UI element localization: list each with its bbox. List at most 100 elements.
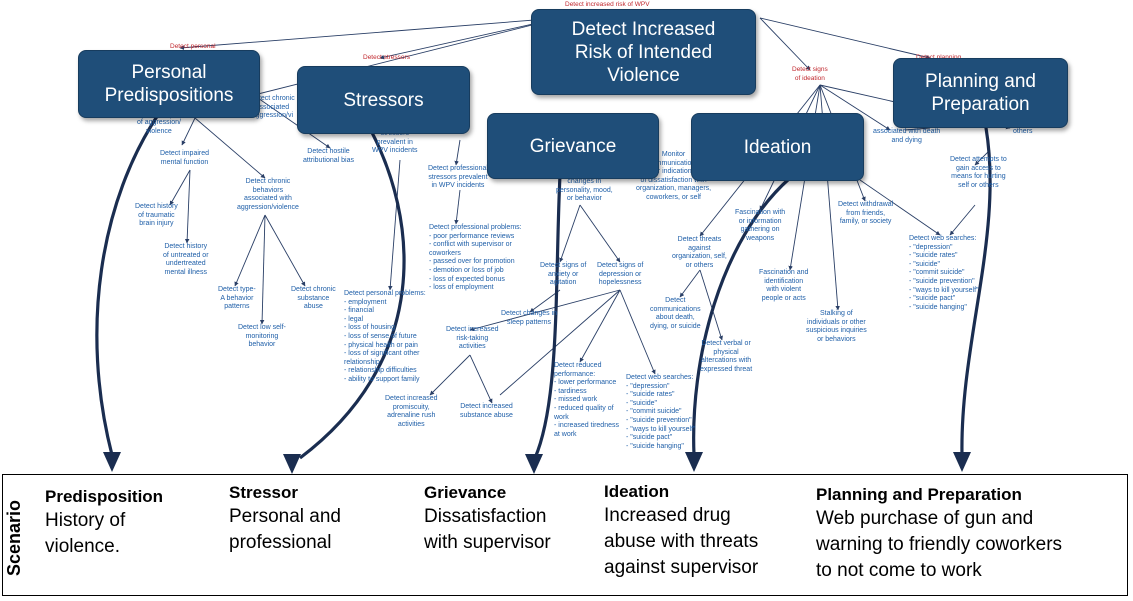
node-anxiety: Detect signs of anxiety or agitation: [540, 262, 587, 287]
connector-line: [559, 204, 581, 263]
connector-line: [579, 204, 621, 263]
scenario-stressor: Stressor Personal and professional: [229, 482, 341, 556]
scenario-title: Stressor: [229, 483, 298, 502]
connector-line: [469, 289, 621, 332]
connector-line: [181, 117, 196, 146]
node-web-searches-grievance: Detect web searches: - "depression" - "s…: [626, 374, 696, 450]
scenario-description: Web purchase of gun and warning to frien…: [816, 508, 1063, 581]
connector-line: [454, 189, 461, 225]
stage-arrow-head: [103, 452, 121, 472]
connector-line: [499, 289, 621, 396]
connector-line: [264, 214, 306, 287]
node-chronic-behaviors: Detect chronic behaviors associated with…: [237, 178, 299, 211]
red-label-detect-personal: Detect personal: [170, 43, 216, 50]
scenario-predisposition: Predisposition History of violence.: [45, 486, 163, 560]
node-mental-illness: Detect history of untreated or undertrea…: [163, 243, 209, 276]
node-impaired-mental: Detect impaired mental function: [160, 150, 210, 166]
node-depression-signs: Detect signs of depression or hopelessne…: [597, 262, 644, 287]
connector-line: [254, 95, 331, 149]
node-reduced-performance: Detect reduced performance: - lower perf…: [554, 362, 619, 438]
connector-line: [429, 354, 471, 396]
node-professional-problems: Detect professional problems: - poor per…: [429, 224, 522, 292]
node-violent-people: Fascination and identification with viol…: [759, 269, 809, 302]
connector-line: [184, 169, 191, 244]
box-detect-increased-risk: Detect Increased Risk of Intended Violen…: [531, 9, 756, 95]
node-increased-substance: Detect increased substance abuse: [460, 403, 513, 419]
node-risk-taking: Detect increased risk-taking activities: [446, 326, 499, 351]
connector-line: [179, 17, 561, 50]
connector-line: [699, 269, 723, 341]
node-type-a: Detect type- A behavior patterns: [218, 286, 256, 311]
stage-arrow: [533, 174, 562, 459]
node-death-and-dying: associated with death and dying: [873, 128, 941, 144]
node-others: others: [1013, 128, 1033, 135]
stage-arrow-head: [953, 452, 971, 472]
scenario-ideation: Ideation Increased drug abuse with threa…: [604, 481, 758, 581]
node-substance-abuse: Detect chronic substance abuse: [291, 286, 336, 311]
connector-line: [469, 354, 493, 404]
node-low-self-monitoring: Detect low self- monitoring behavior: [238, 324, 286, 349]
node-personality-changes: changes in personality, mood, or behavio…: [556, 178, 613, 203]
connector-line: [169, 169, 191, 206]
connector-line: [579, 289, 621, 363]
scenario-description: History of violence.: [45, 510, 126, 557]
stage-arrow-head: [525, 454, 543, 474]
top-label: Detect increased risk of WPV: [565, 1, 650, 8]
scenario-panel: [2, 474, 1128, 596]
stage-arrow: [299, 124, 406, 460]
scenario-label: Scenario: [4, 499, 24, 577]
connector-line: [949, 204, 976, 236]
node-withdrawal: Detect withdrawal from friends, family, …: [838, 201, 894, 226]
red-label-detect-planning: Detect planning: [916, 54, 961, 63]
stage-arrows: [95, 111, 992, 474]
box-ideation: Ideation: [691, 113, 864, 181]
box-grievance: Grievance: [487, 113, 659, 179]
node-access-means: Detect attempts to gain access to means …: [950, 156, 1007, 189]
connector-line: [259, 214, 266, 325]
stage-arrow-head: [685, 452, 703, 472]
connector-line: [194, 117, 266, 179]
connector-line: [388, 159, 401, 291]
scenario-planning: Planning and Preparation Web purchase of…: [816, 484, 1062, 584]
connector-line: [759, 17, 931, 60]
node-personal-problems: Detect personal problems: - employment -…: [344, 290, 426, 383]
node-promiscuity: Detect increased promiscuity, adrenaline…: [385, 395, 438, 428]
connector-line: [859, 179, 941, 236]
box-personal-predispositions: Personal Predispositions: [78, 50, 260, 118]
scenario-title: Grievance: [424, 483, 507, 502]
scenario-title: Predisposition: [45, 487, 164, 506]
node-brain-injury: Detect history of traumatic brain injury: [135, 203, 178, 228]
node-sleep-patterns: Detect changes in sleep patterns: [501, 310, 558, 326]
connector-line: [379, 17, 561, 60]
stage-arrow: [692, 176, 792, 456]
node-stalking: Stalking of individuals or other suspici…: [806, 310, 867, 343]
node-web-searches-planning: Detect web searches: - "depression" - "s…: [909, 235, 979, 311]
node-weapons: Fascination with or information gatherin…: [735, 209, 786, 242]
stage-arrow: [95, 111, 162, 456]
scenario-title: Ideation: [604, 482, 670, 501]
node-aggression-history: of aggression/ violence: [137, 119, 181, 135]
box-planning-preparation: Planning and Preparation: [893, 58, 1068, 128]
connector-line: [819, 84, 891, 131]
scenario-grievance: Grievance Dissatisfaction with superviso…: [424, 482, 551, 556]
connector-line: [679, 269, 701, 298]
connector-line: [234, 214, 266, 287]
node-death-communications: Detect communications about death, dying…: [650, 297, 701, 330]
connector-line: [904, 127, 931, 131]
red-label-detect-stressors: Detect stressors: [363, 54, 410, 61]
scenario-description: Increased drug abuse with threats agains…: [604, 505, 759, 578]
box-stressors: Stressors: [297, 66, 470, 134]
scenario-title: Planning and Preparation: [816, 485, 1022, 504]
node-professional-stressors: Detect professional stressors prevalent …: [428, 165, 488, 190]
scenario-description: Dissatisfaction with supervisor: [424, 506, 551, 553]
scenario-description: Personal and professional: [229, 506, 341, 553]
node-hostile-bias: Detect hostile attributional bias: [303, 148, 354, 164]
stage-arrow: [960, 121, 992, 456]
connector-line: [759, 17, 811, 71]
stage-arrow-head: [283, 454, 301, 474]
connector-line: [454, 139, 461, 166]
red-label-detect-signs-ideation: Detect signs of ideation: [792, 66, 828, 82]
node-chronic-associated: Detect chronic associated aggression/vi: [250, 95, 295, 120]
node-threats: Detect threats against organization, sel…: [672, 236, 727, 269]
